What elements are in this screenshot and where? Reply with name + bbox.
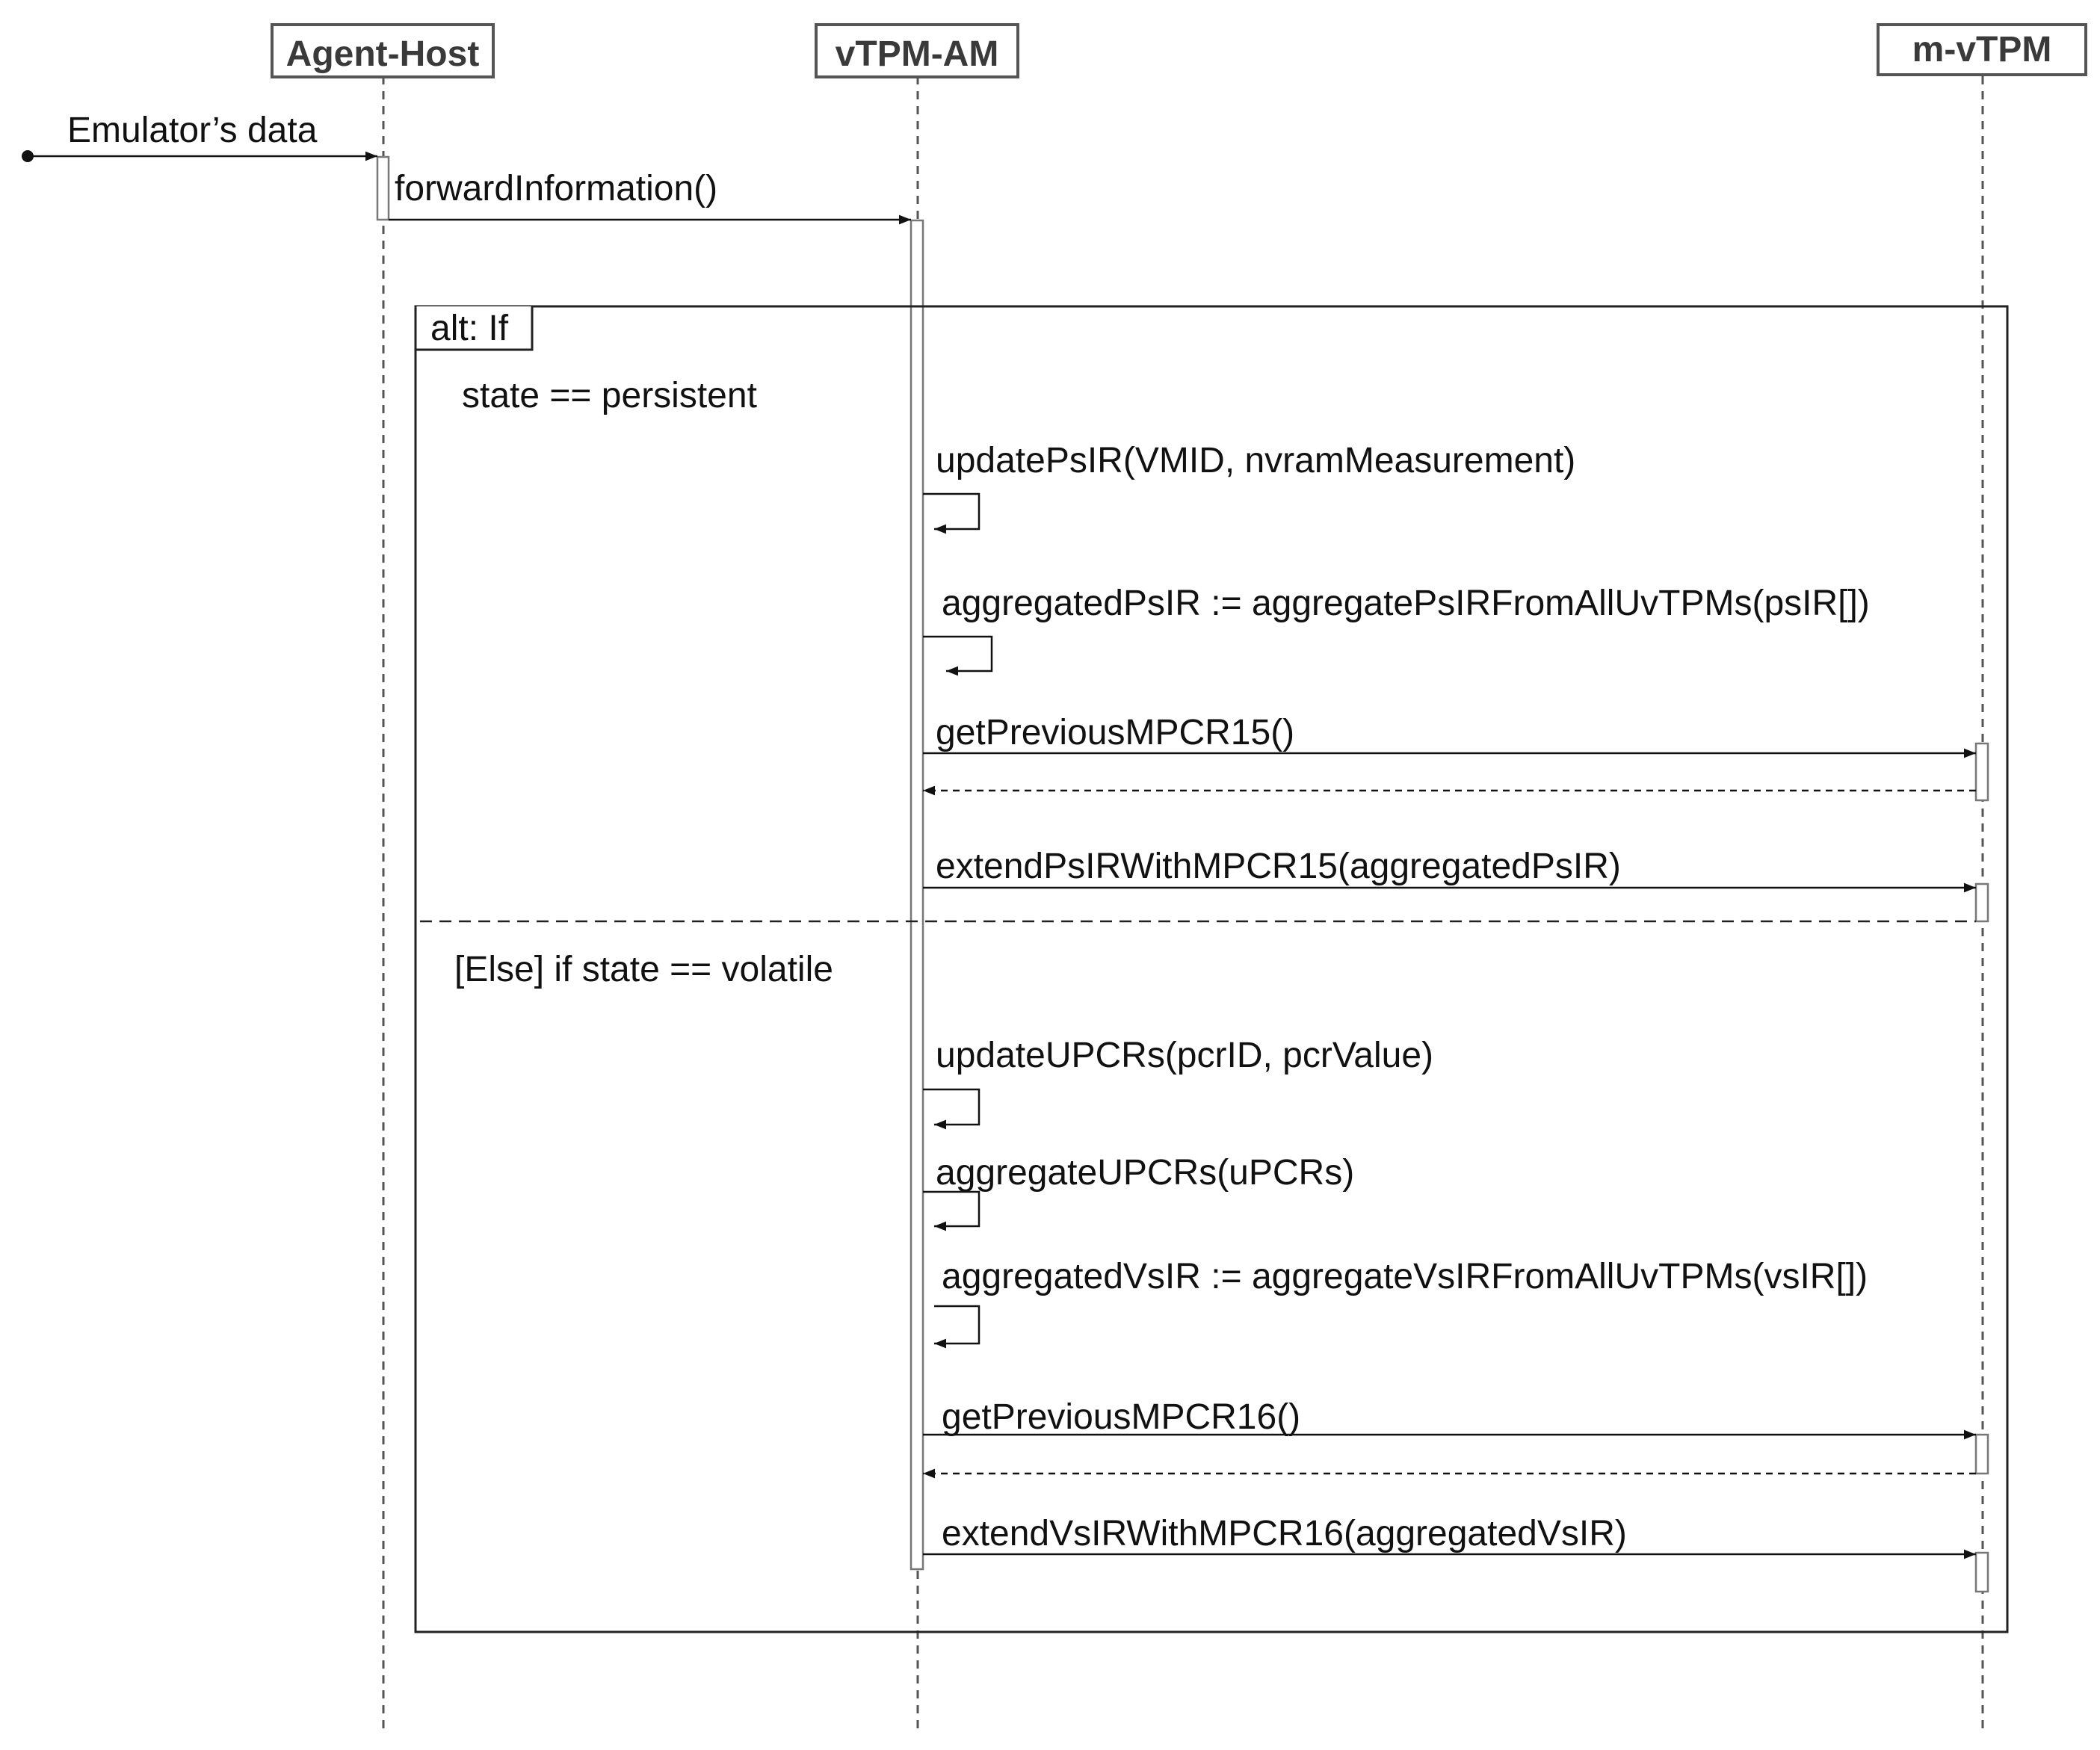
message-emulator-data: Emulator’s data	[22, 111, 377, 162]
alt-fragment: alt: If state == persistent [Else] if st…	[414, 305, 2009, 1633]
message-extend-psir: extendPsIRWithMPCR15(aggregatedPsIR)	[923, 847, 1976, 893]
message-emulator-data-label: Emulator’s data	[67, 111, 318, 150]
alt-fragment-label: alt: If	[430, 309, 509, 348]
message-aggregate-upcrs-label: aggregateUPCRs(uPCRs)	[936, 1153, 1354, 1193]
alt-fragment-frame	[414, 305, 2009, 1633]
message-extend-vsir-label: extendVsIRWithMPCR16(aggregatedVsIR)	[942, 1514, 1627, 1553]
participant-agent-host-label: Agent-Host	[286, 34, 480, 74]
activation-vtpm-am	[910, 219, 924, 1571]
message-aggregate-psir: aggregatedPsIR := aggregatePsIRFromAllUv…	[923, 584, 1870, 676]
participant-agent-host: Agent-Host	[271, 23, 495, 78]
message-aggregate-upcrs: aggregateUPCRs(uPCRs)	[923, 1153, 1354, 1231]
message-get-previous-mpcr15-label: getPreviousMPCR15()	[936, 713, 1294, 752]
activation-agent-host	[376, 155, 390, 221]
participant-vtpm-am-label: vTPM-AM	[836, 34, 999, 74]
message-extend-vsir: extendVsIRWithMPCR16(aggregatedVsIR)	[923, 1514, 1976, 1559]
message-aggregate-vsir: aggregatedVsIR := aggregateVsIRFromAllUv…	[934, 1257, 1868, 1349]
message-forward-information-label: forwardInformation()	[395, 169, 717, 208]
message-get-previous-mpcr15: getPreviousMPCR15()	[923, 713, 1976, 758]
message-forward-information: forwardInformation()	[389, 169, 911, 225]
activation-m-vtpm-4	[1974, 1551, 1989, 1593]
message-update-upcrs: updateUPCRs(pcrID, pcrValue)	[923, 1036, 1433, 1130]
message-update-upcrs-label: updateUPCRs(pcrID, pcrValue)	[936, 1036, 1433, 1075]
participant-vtpm-am: vTPM-AM	[815, 23, 1019, 78]
guard-else: [Else] if state == volatile	[454, 950, 833, 989]
message-aggregate-vsir-label: aggregatedVsIR := aggregateVsIRFromAllUv…	[942, 1257, 1868, 1296]
message-get-previous-mpcr16-label: getPreviousMPCR16()	[942, 1397, 1300, 1437]
message-update-psir: updatePsIR(VMID, nvramMeasurement)	[923, 441, 1575, 534]
guard-if: state == persistent	[462, 376, 757, 415]
message-aggregate-psir-label: aggregatedPsIR := aggregatePsIRFromAllUv…	[942, 584, 1870, 623]
activation-m-vtpm-1	[1974, 742, 1989, 802]
activation-m-vtpm-2	[1974, 882, 1989, 923]
message-get-previous-mpcr16: getPreviousMPCR16()	[923, 1397, 1976, 1440]
message-extend-psir-label: extendPsIRWithMPCR15(aggregatedPsIR)	[936, 847, 1621, 886]
participant-m-vtpm: m-vTPM	[1877, 23, 2087, 76]
message-update-psir-label: updatePsIR(VMID, nvramMeasurement)	[936, 441, 1575, 480]
participant-m-vtpm-label: m-vTPM	[1912, 30, 2052, 69]
activation-m-vtpm-3	[1974, 1433, 1989, 1475]
alt-fragment-tab	[414, 306, 534, 351]
